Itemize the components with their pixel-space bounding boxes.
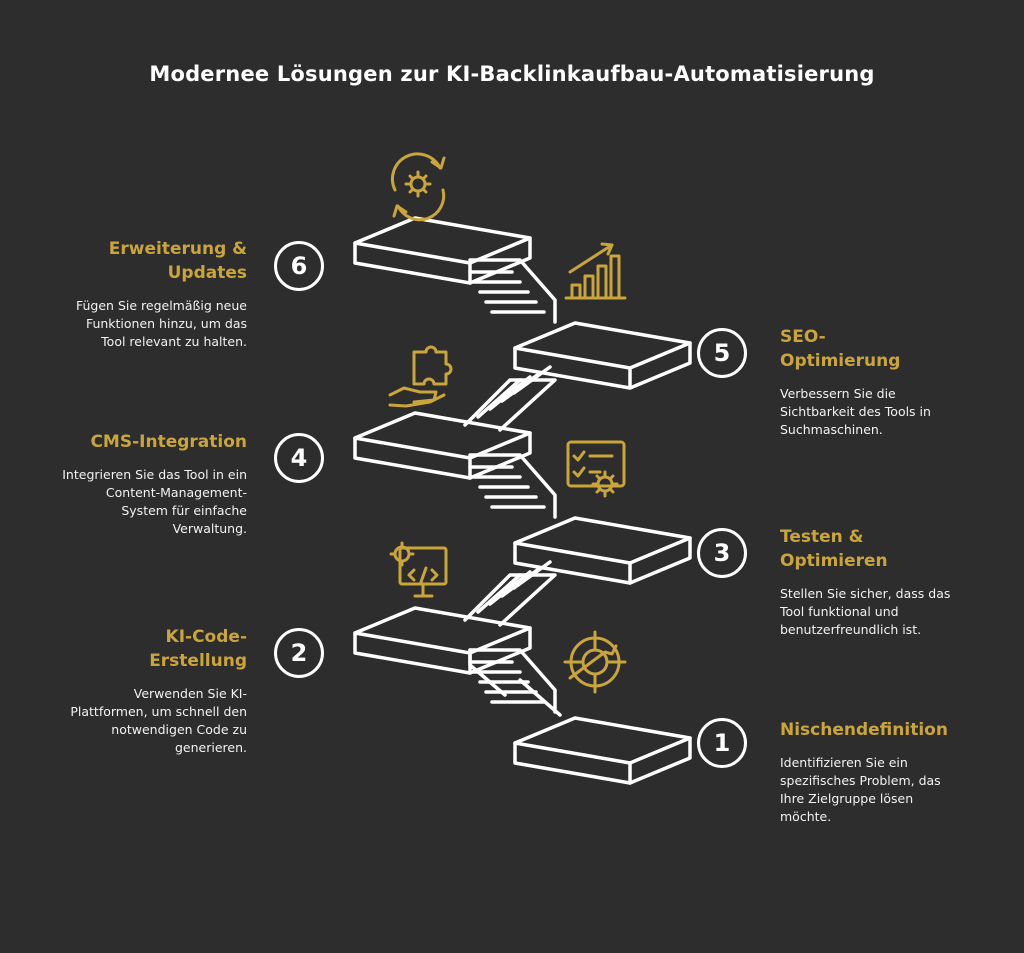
page-title: Modernee Lösungen zur KI-Backlinkaufbau-… bbox=[149, 62, 875, 86]
step-number-5: 5 bbox=[697, 328, 747, 378]
step-title: KI-Code-Erstellung bbox=[149, 627, 247, 671]
step-title: Nischendefinition bbox=[780, 720, 948, 740]
step-description: Verbessern Sie die Sichtbarkeit des Tool… bbox=[780, 386, 931, 437]
step-description: Integrieren Sie das Tool in ein Content-… bbox=[62, 467, 247, 536]
step-title: SEO-Optimierung bbox=[780, 327, 901, 371]
platform-4 bbox=[353, 411, 532, 480]
target-icon bbox=[563, 630, 627, 694]
step-title: Testen & Optimieren bbox=[780, 527, 888, 571]
platform-5 bbox=[513, 321, 692, 390]
stair-flight-3-4 bbox=[468, 453, 557, 519]
platform-2 bbox=[353, 606, 532, 675]
stair-flight-2-3 bbox=[463, 560, 557, 627]
step-number-6: 6 bbox=[274, 241, 324, 291]
stair-flight-1-2 bbox=[468, 648, 562, 717]
step-5: SEO-Optimierung Verbessern Sie die Sicht… bbox=[780, 325, 945, 439]
step-description: Verwenden Sie KI-Plattformen, um schnell… bbox=[70, 686, 247, 755]
step-6: Erweiterung & Updates Fügen Sie regelmäß… bbox=[60, 237, 247, 351]
growth-chart-icon bbox=[564, 242, 627, 300]
stair-flight-5-6 bbox=[468, 258, 557, 324]
stair-flight-4-5 bbox=[463, 365, 557, 432]
step-description: Fügen Sie regelmäßig neue Funktionen hin… bbox=[76, 298, 247, 349]
step-number-3: 3 bbox=[697, 528, 747, 578]
step-title: Erweiterung & Updates bbox=[108, 239, 247, 283]
step-description: Stellen Sie sicher, dass das Tool funkti… bbox=[780, 586, 951, 637]
gear-refresh-icon bbox=[390, 152, 446, 222]
step-1: Nischendefinition Identifizieren Sie ein… bbox=[780, 718, 965, 826]
step-3: Testen & Optimieren Stellen Sie sicher, … bbox=[780, 525, 960, 639]
step-4: CMS-Integration Integrieren Sie das Tool… bbox=[60, 430, 247, 538]
checklist-gear-icon bbox=[566, 440, 626, 498]
code-monitor-icon bbox=[389, 541, 448, 598]
puzzle-hand-icon bbox=[388, 345, 453, 408]
platform-3 bbox=[513, 516, 692, 585]
platform-1 bbox=[513, 716, 692, 785]
step-description: Identifizieren Sie ein spezifisches Prob… bbox=[780, 755, 941, 824]
step-2: KI-Code-Erstellung Verwenden Sie KI-Plat… bbox=[60, 625, 247, 757]
step-number-2: 2 bbox=[274, 628, 324, 678]
step-number-4: 4 bbox=[274, 433, 324, 483]
step-number-1: 1 bbox=[697, 718, 747, 768]
platform-6 bbox=[353, 216, 532, 285]
step-title: CMS-Integration bbox=[90, 432, 247, 452]
